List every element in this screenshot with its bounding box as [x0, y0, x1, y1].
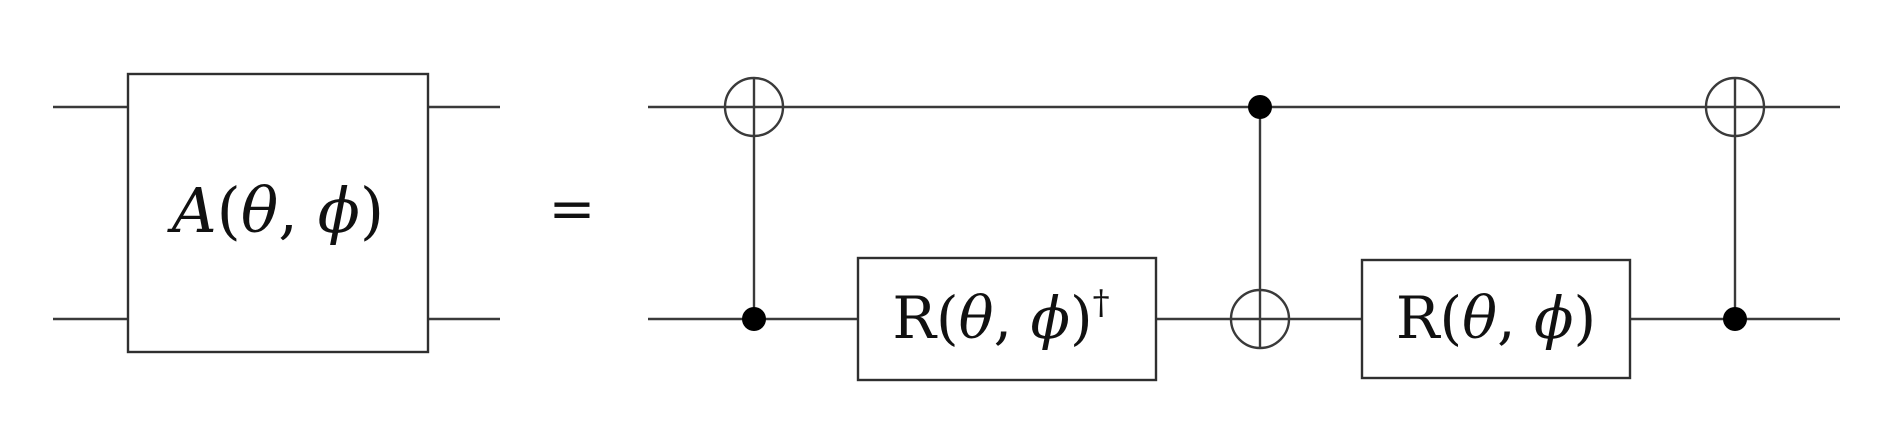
r-dagger-gate-theta: θ — [959, 284, 994, 352]
equals-sign: = — [549, 177, 596, 242]
r-gate: R(θ, ϕ) — [1360, 258, 1632, 380]
lhs-circuit: A(θ, ϕ) — [53, 72, 500, 354]
cnot-gate-2 — [1229, 95, 1291, 350]
r-gate-open-paren: ( — [1440, 284, 1463, 352]
r-gate-close-paren: ) — [1574, 284, 1597, 352]
cnot-gate-3 — [1704, 76, 1766, 331]
r-gate-label: R(θ, ϕ) — [1396, 284, 1596, 352]
r-dagger-gate-symbol: R — [892, 284, 938, 352]
cnot-gate-1 — [723, 76, 785, 331]
cnot-1-control-dot-icon — [742, 307, 766, 331]
r-dagger-gate-close-paren: ) — [1070, 284, 1093, 352]
a-gate-comma: , — [278, 174, 317, 247]
r-dagger-gate-dagger: † — [1093, 283, 1110, 323]
a-gate-theta: θ — [241, 174, 278, 247]
r-gate-comma: , — [1497, 284, 1534, 352]
r-dagger-gate-box — [856, 256, 1158, 382]
a-gate-phi: ϕ — [318, 174, 360, 247]
r-dagger-gate-open-paren: ( — [936, 284, 959, 352]
r-gate-symbol: R — [1396, 284, 1442, 352]
cnot-3-control-dot-icon — [1723, 307, 1747, 331]
cnot-2-control-dot-icon — [1248, 95, 1272, 119]
a-gate-label: A(θ, ϕ) — [167, 174, 384, 247]
r-dagger-gate-label: R(θ, ϕ)† — [892, 283, 1109, 352]
r-dagger-gate-phi: ϕ — [1030, 284, 1070, 352]
rhs-circuit: R(θ, ϕ)† R(θ, ϕ) — [648, 76, 1840, 382]
r-gate-theta: θ — [1462, 284, 1497, 352]
a-gate-open-paren: ( — [217, 174, 241, 247]
r-gate-phi: ϕ — [1534, 284, 1574, 352]
r-dagger-gate: R(θ, ϕ)† — [856, 256, 1158, 382]
r-gate-box — [1360, 258, 1632, 380]
a-gate-symbol: A — [167, 174, 217, 247]
r-dagger-gate-comma: , — [994, 284, 1031, 352]
a-gate-box — [126, 72, 430, 354]
a-gate-close-paren: ) — [360, 174, 384, 247]
